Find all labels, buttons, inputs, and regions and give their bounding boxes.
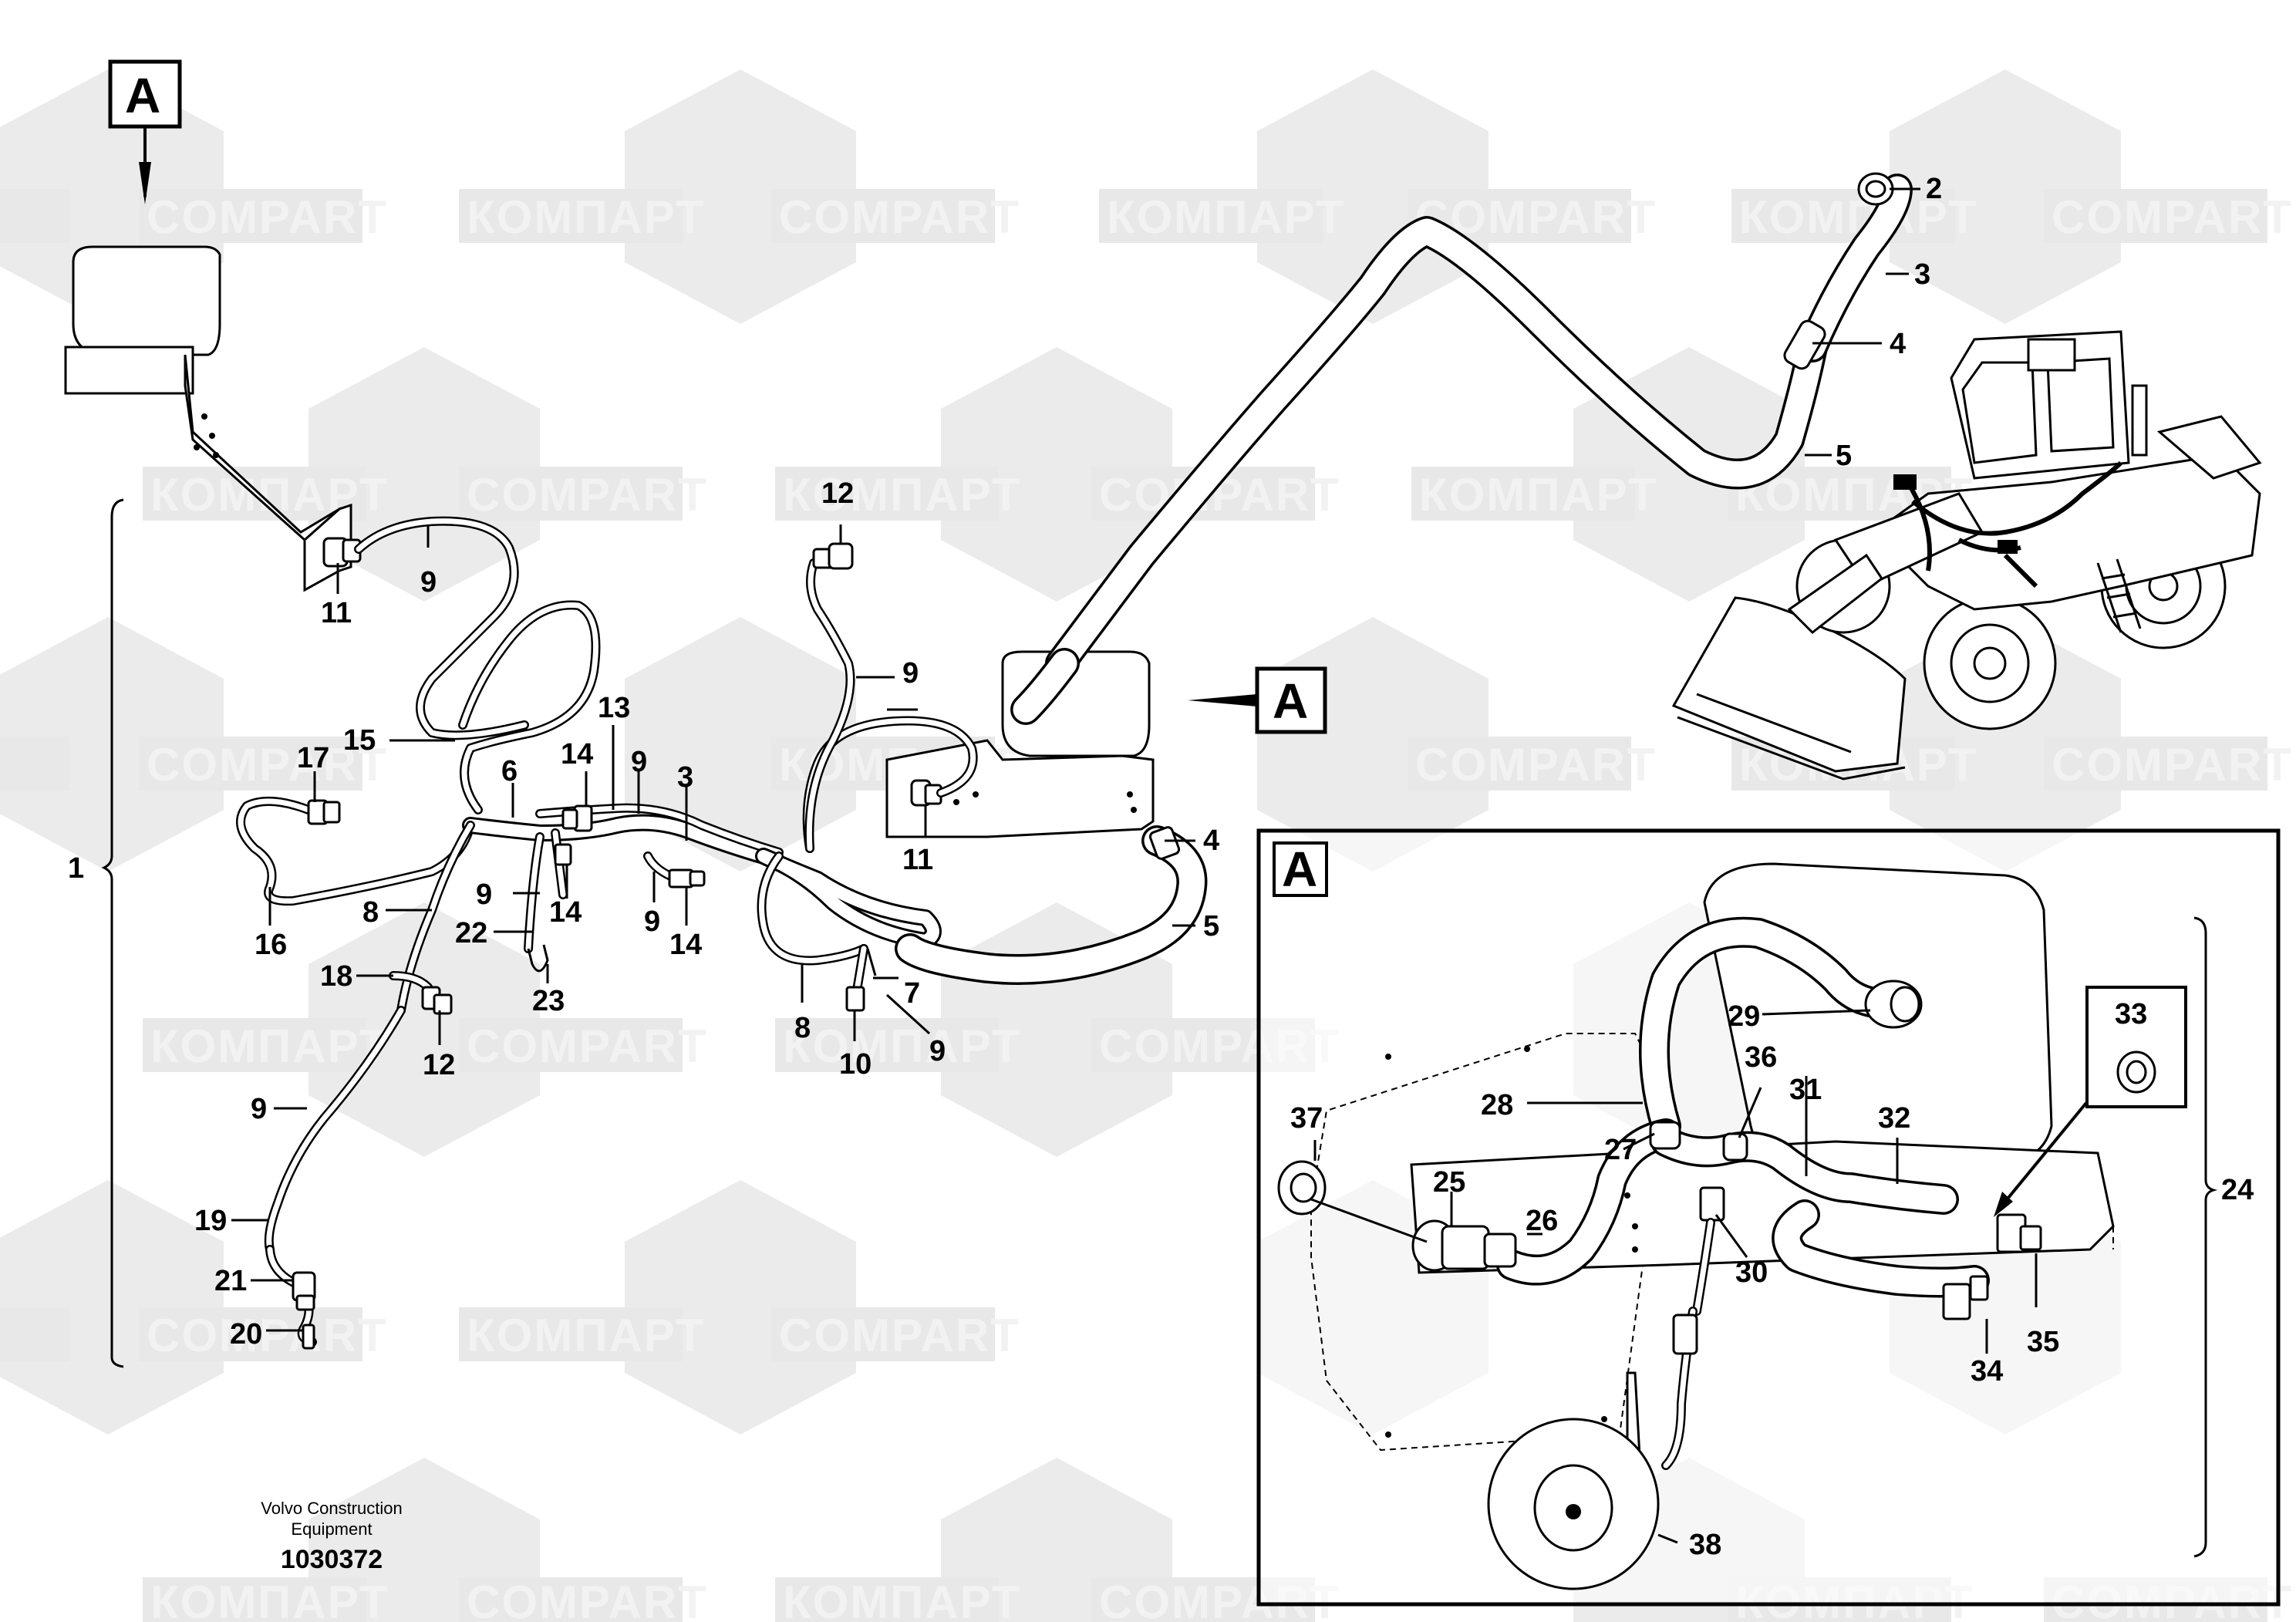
brace-24	[2193, 916, 2218, 1558]
label-37: 37	[1290, 1102, 1323, 1135]
label-29: 29	[1728, 1000, 1760, 1033]
label-9-a: 9	[420, 566, 437, 599]
label-8-center: 8	[794, 1012, 811, 1044]
label-32: 32	[1878, 1102, 1910, 1135]
svg-text:КОМПАРТ: КОМПАРТ	[1107, 191, 1346, 243]
label-11-center: 11	[902, 844, 933, 876]
svg-text:КОМПАРТ: КОМПАРТ	[783, 1020, 1022, 1072]
wheel-loader	[1671, 330, 2262, 781]
svg-text:COMPART: COMPART	[1415, 739, 1657, 791]
label-6: 6	[501, 755, 518, 787]
svg-text:COMPART: COMPART	[147, 739, 388, 791]
label-13: 13	[598, 692, 630, 724]
label-22: 22	[455, 917, 487, 949]
label-17: 17	[297, 742, 329, 774]
company-name-line2: Equipment	[291, 1519, 372, 1539]
view-marker-top-left: A	[108, 59, 182, 204]
svg-text:COMPART: COMPART	[2052, 191, 2293, 243]
svg-text:КОМПАРТ: КОМПАРТ	[783, 1576, 1022, 1622]
label-18: 18	[320, 960, 352, 993]
label-15: 15	[343, 724, 376, 757]
watermark-bars	[0, 189, 2267, 1622]
label-24: 24	[2221, 1174, 2254, 1206]
company-name-line1: Volvo Construction	[261, 1499, 402, 1518]
view-marker-center: A	[1188, 666, 1327, 734]
label-3-top: 3	[1914, 258, 1930, 291]
label-4-top: 4	[1890, 328, 1906, 360]
label-36: 36	[1745, 1041, 1777, 1074]
label-12-left: 12	[423, 1049, 455, 1081]
label-8-left: 8	[362, 896, 379, 929]
long-hose	[1010, 172, 1913, 725]
label-14-a: 14	[561, 738, 593, 771]
label-20: 20	[230, 1318, 262, 1351]
drawing-number: 1030372	[281, 1545, 383, 1574]
svg-text:A: A	[125, 68, 160, 123]
svg-text:COMPART: COMPART	[147, 191, 388, 243]
svg-text:COMPART: COMPART	[467, 469, 708, 521]
label-19: 19	[194, 1205, 227, 1237]
footer: Volvo Construction Equipment 1030372	[261, 1499, 402, 1574]
svg-text:КОМПАРТ: КОМПАРТ	[783, 469, 1022, 521]
svg-text:КОМПАРТ: КОМПАРТ	[467, 1310, 706, 1361]
label-14-b: 14	[549, 896, 582, 929]
label-7: 7	[904, 977, 920, 1010]
svg-text:COMPART: COMPART	[779, 191, 1020, 243]
label-9-d: 9	[476, 878, 492, 911]
svg-text:A: A	[1282, 841, 1317, 897]
label-35: 35	[2027, 1326, 2059, 1358]
svg-text:КОМПАРТ: КОМПАРТ	[150, 1020, 389, 1072]
detail-view-a: A	[1256, 828, 2281, 1607]
label-23: 23	[532, 985, 565, 1017]
label-14-c: 14	[669, 929, 702, 961]
label-3-center: 3	[677, 761, 693, 794]
svg-text:COMPART: COMPART	[147, 1310, 388, 1361]
label-9-f: 9	[929, 1035, 946, 1067]
label-33: 33	[2115, 998, 2147, 1030]
label-10: 10	[839, 1048, 872, 1081]
label-2: 2	[1926, 173, 1942, 205]
svg-text:КОМПАРТ: КОМПАРТ	[150, 1576, 389, 1622]
label-9-e: 9	[644, 905, 660, 938]
label-1: 1	[68, 852, 84, 885]
label-21: 21	[214, 1265, 247, 1297]
lamp-bracket-left	[64, 245, 352, 592]
label-26: 26	[1526, 1205, 1558, 1237]
label-16: 16	[255, 929, 287, 961]
svg-text:КОМПАРТ: КОМПАРТ	[467, 191, 706, 243]
label-9-c: 9	[631, 746, 647, 778]
label-9-g: 9	[251, 1093, 267, 1125]
svg-text:COMPART: COMPART	[2052, 739, 2293, 791]
leader-lines	[231, 187, 2038, 1544]
svg-text:КОМПАРТ: КОМПАРТ	[150, 469, 389, 521]
label-5-center: 5	[1203, 910, 1219, 943]
harness-left	[236, 516, 784, 1350]
svg-text:КОМПАРТ: КОМПАРТ	[1419, 469, 1658, 521]
label-38: 38	[1689, 1529, 1721, 1561]
label-11-left: 11	[321, 597, 352, 629]
label-4-center: 4	[1203, 824, 1219, 857]
label-25: 25	[1433, 1166, 1465, 1199]
svg-text:COMPART: COMPART	[467, 1020, 708, 1072]
part-labels: 1 2 3 3 4 4 5 5 6 7 8 8 9 9 9 9 9 9 9 10…	[68, 173, 2254, 1561]
label-31: 31	[1789, 1074, 1822, 1106]
svg-text:A: A	[1273, 673, 1308, 729]
svg-text:COMPART: COMPART	[467, 1576, 708, 1622]
label-9-b: 9	[902, 657, 919, 690]
label-27: 27	[1604, 1134, 1637, 1166]
svg-text:COMPART: COMPART	[779, 1310, 1020, 1361]
brace-1	[101, 498, 124, 1368]
label-12-center: 12	[821, 477, 854, 510]
label-5-top: 5	[1836, 440, 1852, 472]
label-30: 30	[1735, 1256, 1768, 1289]
label-34: 34	[1971, 1355, 2003, 1388]
label-28: 28	[1481, 1089, 1513, 1121]
